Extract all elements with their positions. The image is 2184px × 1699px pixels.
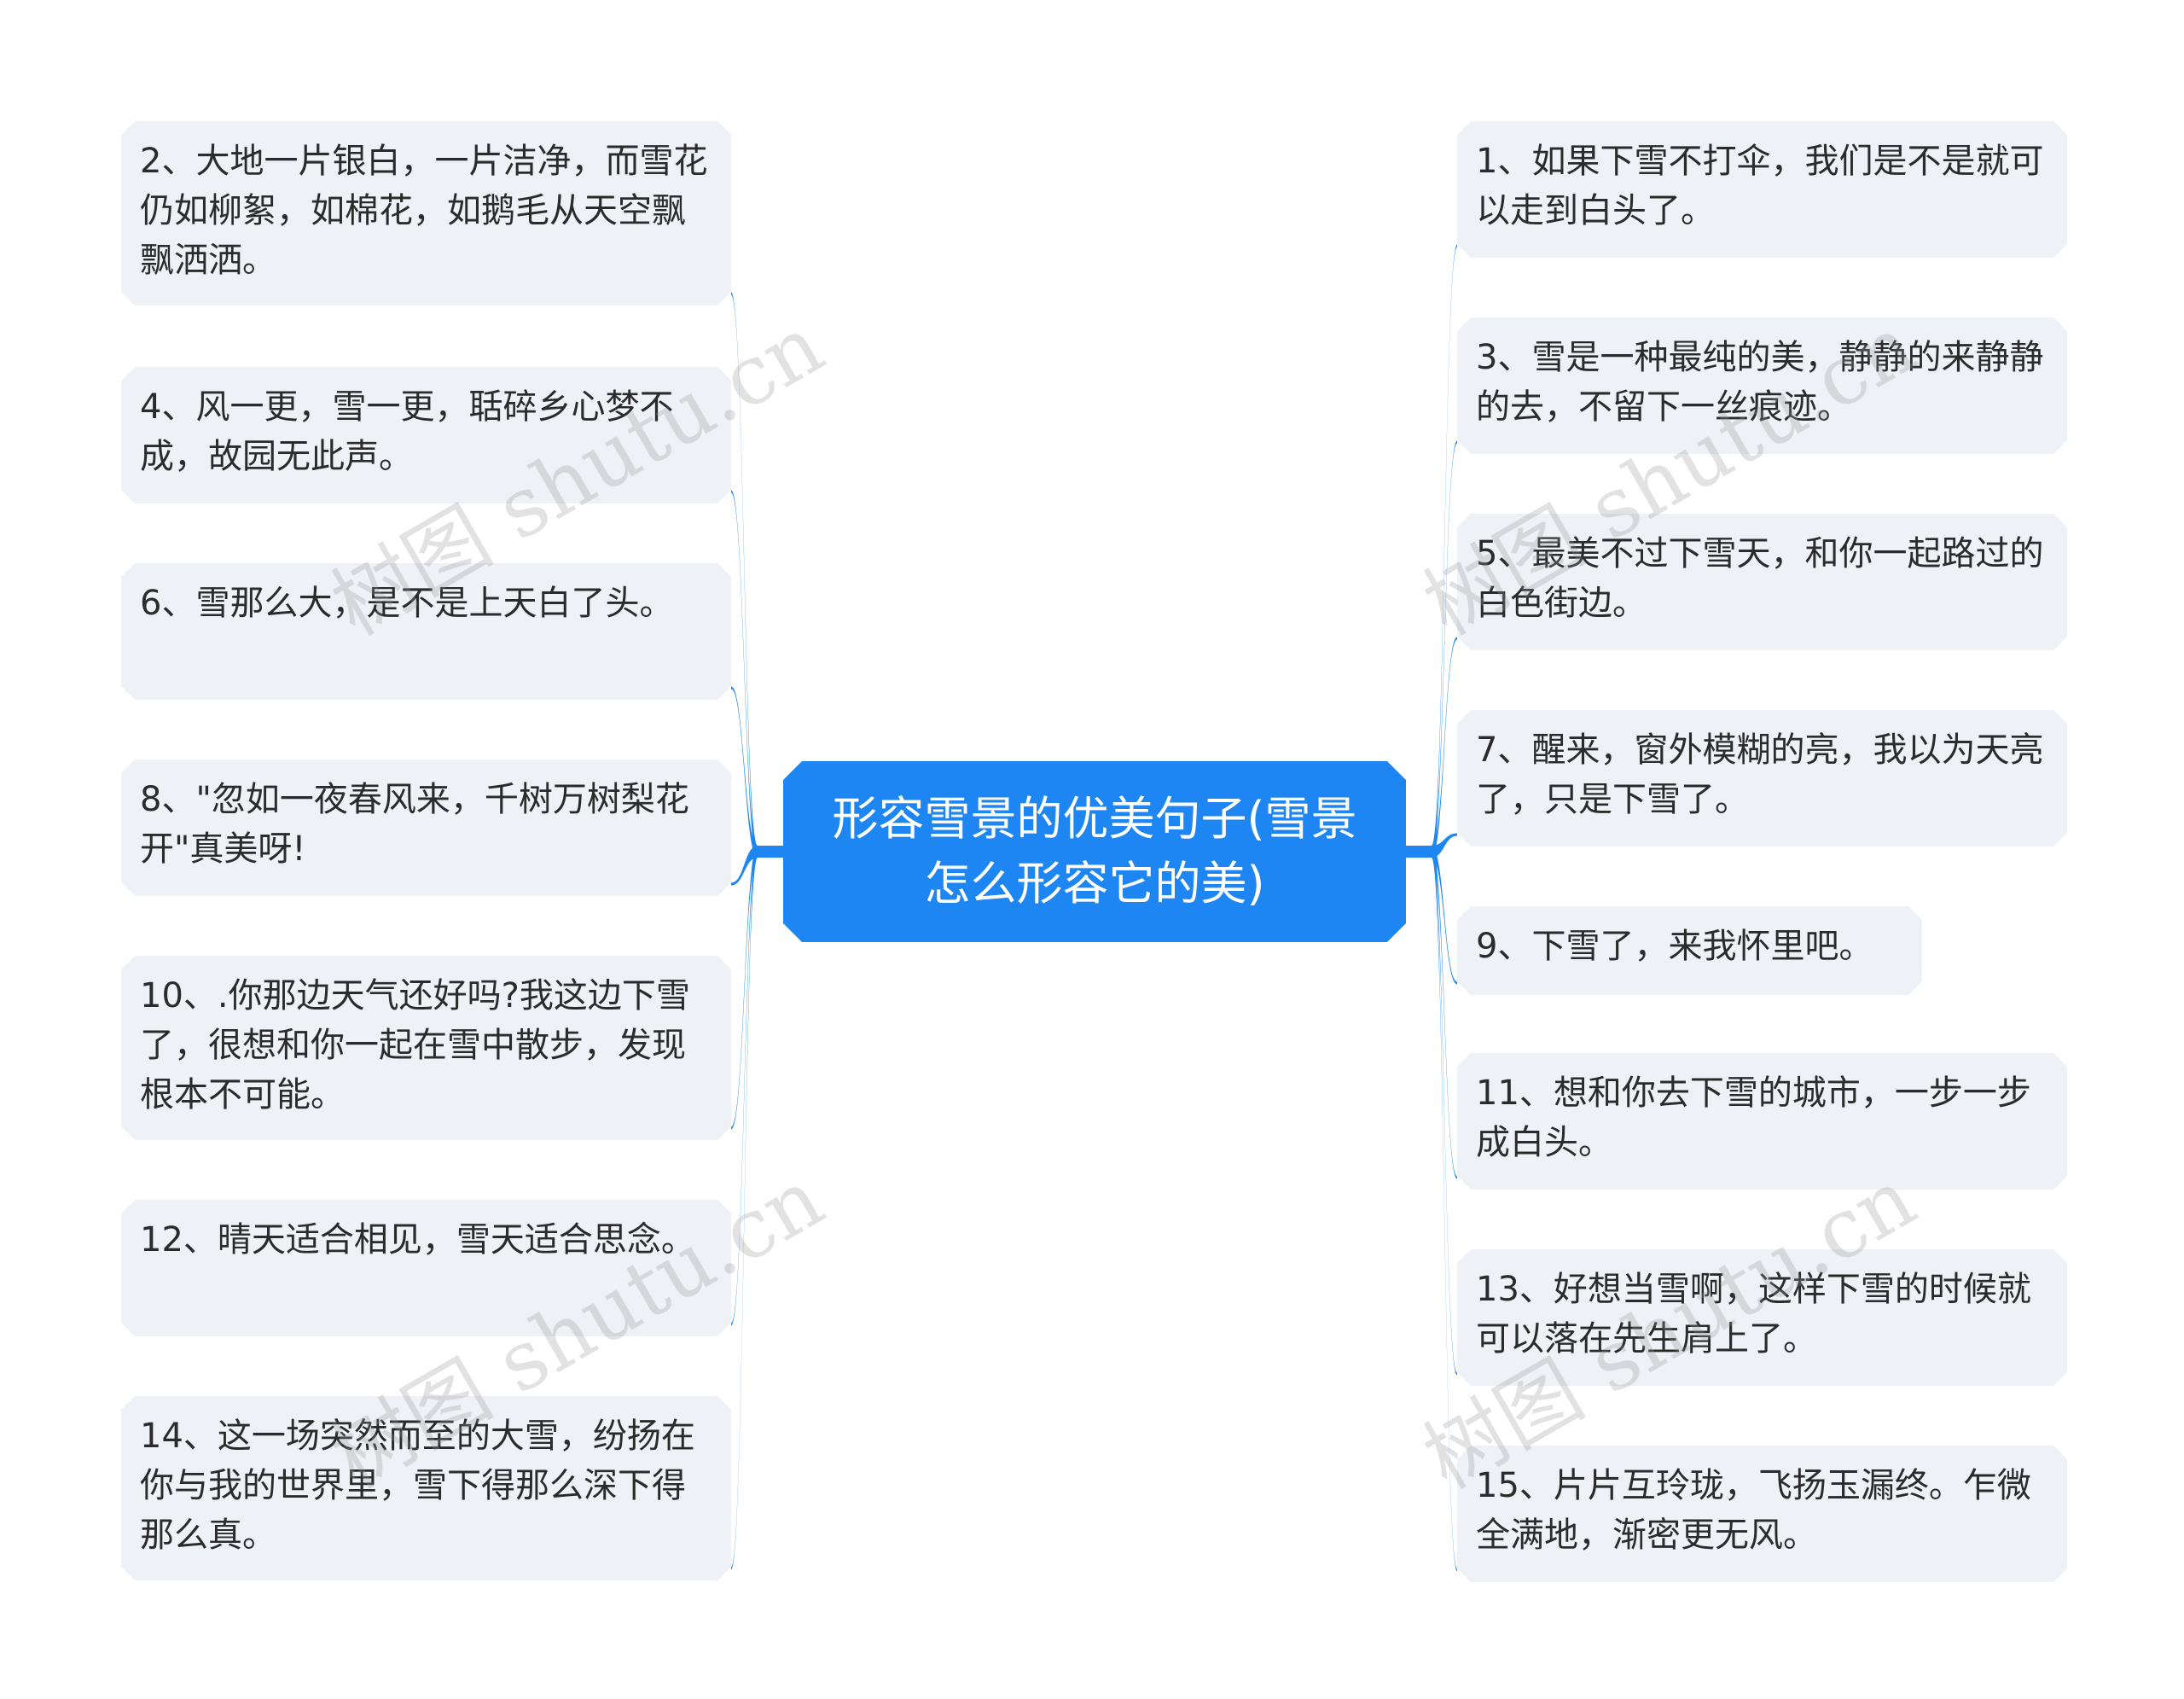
connector-left-node-2 <box>731 292 758 858</box>
connector-left-node-10 <box>731 846 758 1130</box>
connector-left-node-6 <box>731 686 758 858</box>
central-topic-label: 形容雪景的优美句子(雪景怎么形容它的美) <box>832 792 1357 911</box>
connector-right-node-7 <box>1432 833 1457 858</box>
left-node-12[interactable]: 12、晴天适合相见，雪天适合思念。 <box>121 1200 731 1336</box>
connector-right-node-3 <box>1432 440 1457 858</box>
right-node-7[interactable]: 7、醒来，窗外模糊的亮，我以为天亮了，只是下雪了。 <box>1457 710 2067 847</box>
right-node-1[interactable]: 1、如果下雪不打伞，我们是不是就可以走到白头了。 <box>1457 121 2067 258</box>
left-node-4[interactable]: 4、风一更，雪一更，聒碎乡心梦不成，故园无此声。 <box>121 367 731 503</box>
connector-right-node-9 <box>1432 846 1457 985</box>
connector-right-node-11 <box>1432 846 1457 1179</box>
connector-left-node-12 <box>731 846 758 1326</box>
left-node-14[interactable]: 14、这一场突然而至的大雪，纷扬在你与我的世界里，雪下得那么深下得那么真。 <box>121 1396 731 1580</box>
right-node-13[interactable]: 13、好想当雪啊，这样下雪的时候就可以落在先生肩上了。 <box>1457 1249 2067 1386</box>
left-node-6[interactable]: 6、雪那么大，是不是上天白了头。 <box>121 563 731 700</box>
right-node-9[interactable]: 9、下雪了，来我怀里吧。 <box>1457 906 1922 995</box>
left-node-2[interactable]: 2、大地一片银白，一片洁净，而雪花仍如柳絮，如棉花，如鹅毛从天空飘飘洒洒。 <box>121 121 731 305</box>
connector-right-node-5 <box>1432 637 1457 858</box>
connector-left-node-8 <box>731 846 758 886</box>
connector-right-node-13 <box>1432 846 1457 1376</box>
center-stem-right <box>1406 846 1432 858</box>
right-node-11[interactable]: 11、想和你去下雪的城市，一步一步成白头。 <box>1457 1053 2067 1190</box>
left-node-10[interactable]: 10、.你那边天气还好吗?我这边下雪了，很想和你一起在雪中散步，发现根本不可能。 <box>121 956 731 1140</box>
connector-right-node-1 <box>1432 244 1457 858</box>
connector-right-node-15 <box>1432 846 1457 1572</box>
central-topic[interactable]: 形容雪景的优美句子(雪景怎么形容它的美) <box>783 761 1406 942</box>
connector-left-node-4 <box>731 490 758 858</box>
left-node-8[interactable]: 8、"忽如一夜春风来，千树万树梨花开"真美呀! <box>121 759 731 896</box>
right-node-3[interactable]: 3、雪是一种最纯的美，静静的来静静的去，不留下一丝痕迹。 <box>1457 317 2067 454</box>
center-stem-left <box>758 846 783 858</box>
right-node-15[interactable]: 15、片片互玲珑，飞扬玉漏终。乍微全满地，渐密更无风。 <box>1457 1446 2067 1582</box>
connector-left-node-14 <box>731 846 758 1570</box>
right-node-5[interactable]: 5、最美不过下雪天，和你一起路过的白色街边。 <box>1457 514 2067 650</box>
